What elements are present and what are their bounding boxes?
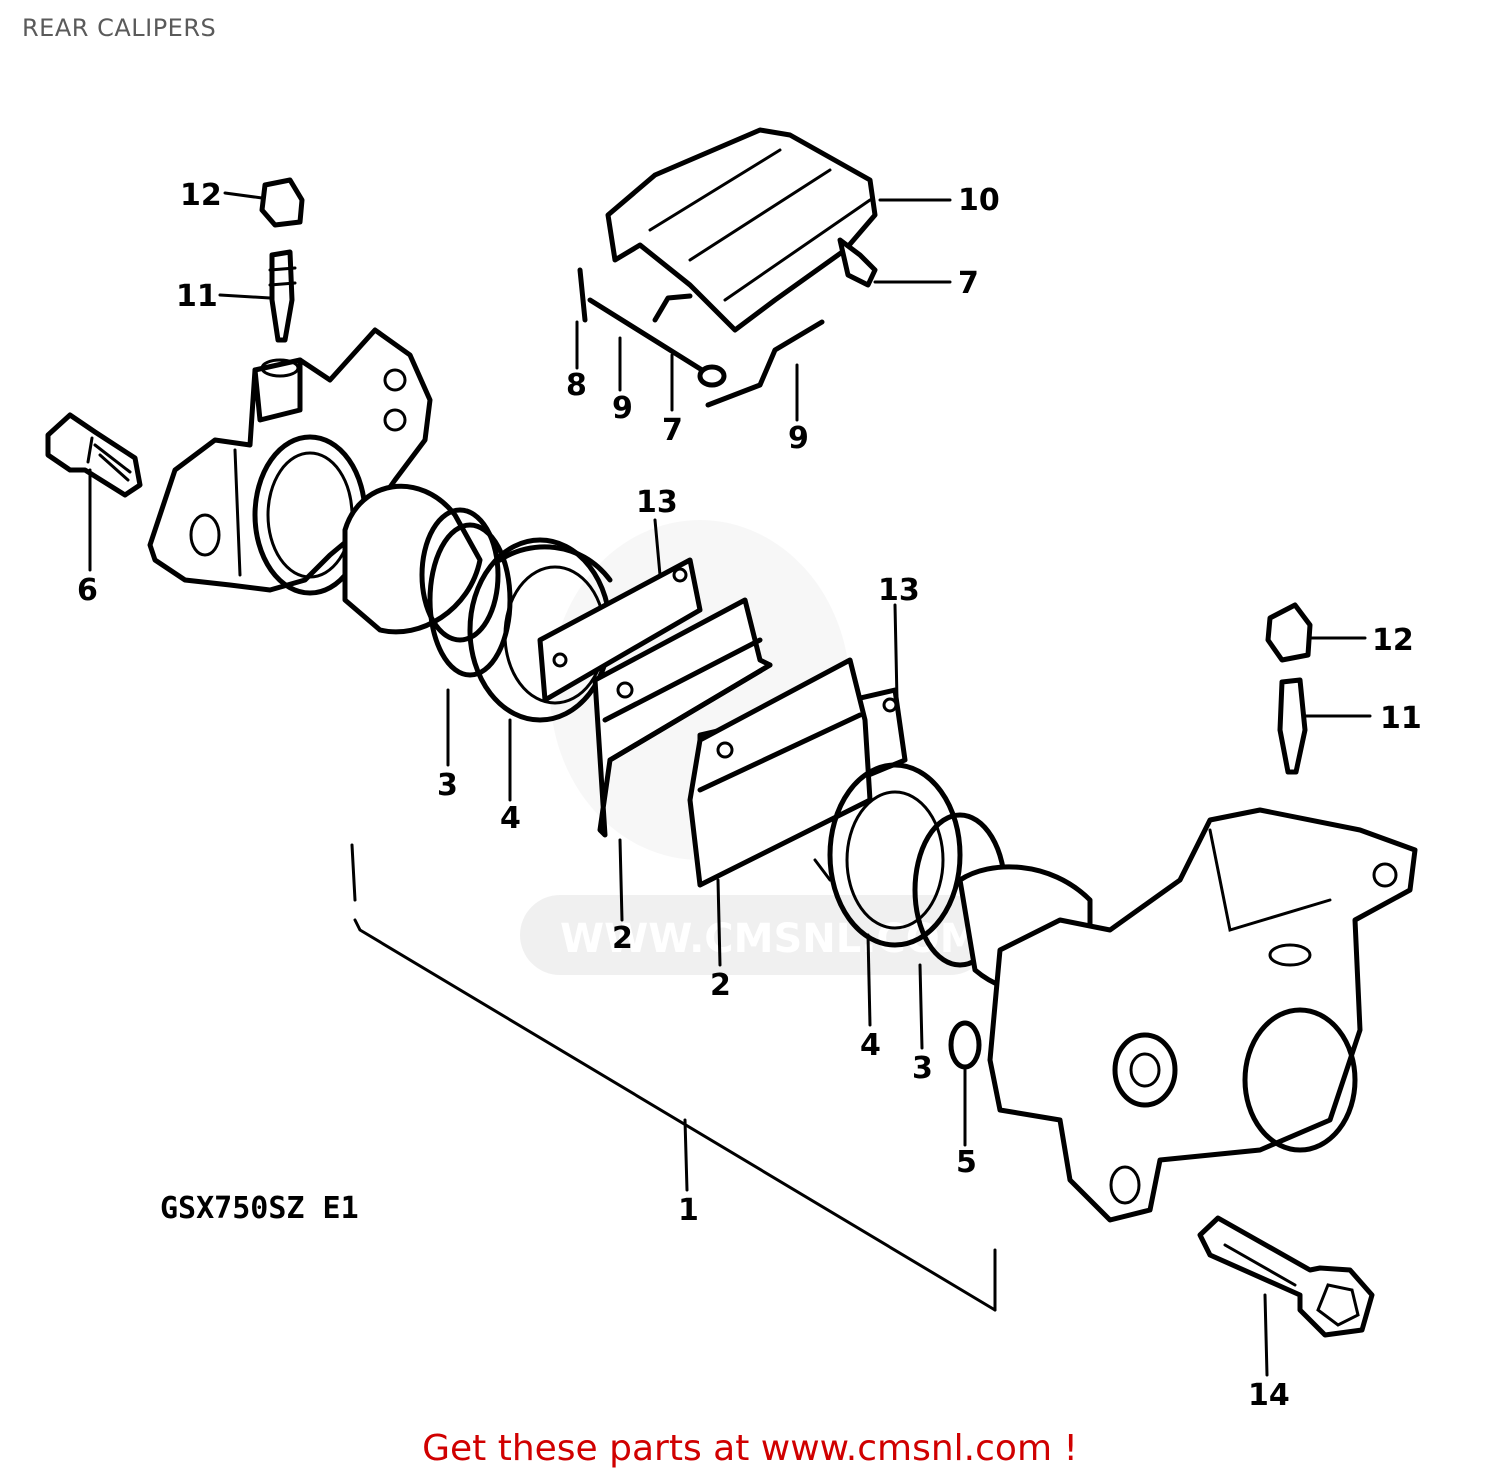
left-piston	[342, 483, 501, 643]
callout-9-left: 9	[612, 391, 633, 426]
callout-13-right: 13	[878, 573, 920, 608]
callout-labels: 12 11 6 3 4 13 10 7 8 9 7 9 13 2 2 4 3 5…	[77, 178, 1422, 1413]
callout-4-right: 4	[860, 1028, 881, 1063]
right-bleeder-assembly	[1265, 602, 1313, 775]
callout-12-left: 12	[180, 178, 222, 213]
callout-9-right: 9	[788, 421, 809, 456]
cta-link[interactable]: Get these parts at www.cmsnl.com !	[422, 1428, 1078, 1469]
callout-12-right: 12	[1372, 623, 1414, 658]
callout-6: 6	[77, 573, 98, 608]
model-code: GSX750SZ E1	[160, 1191, 359, 1226]
right-mounting-bolt	[1197, 1215, 1375, 1338]
callout-7-right: 7	[958, 266, 979, 301]
callout-8: 8	[566, 368, 587, 403]
callout-3-left: 3	[437, 768, 458, 803]
callout-1: 1	[678, 1193, 699, 1228]
leader-lines	[88, 191, 1372, 1377]
callout-13-left: 13	[636, 485, 678, 520]
brake-pads	[592, 597, 873, 888]
callout-4-left: 4	[500, 801, 521, 836]
callout-3-right: 3	[912, 1051, 933, 1086]
callout-11-left: 11	[176, 279, 218, 314]
o-ring	[948, 1020, 982, 1070]
pad-spring-and-pins	[577, 127, 878, 408]
left-mounting-bolt	[45, 412, 143, 498]
page-title: REAR CALIPERS	[22, 14, 217, 42]
left-bleeder-assembly	[259, 177, 305, 343]
callout-7-bottom: 7	[662, 413, 683, 448]
callout-2-right: 2	[710, 968, 731, 1003]
callout-10: 10	[958, 183, 1000, 218]
assembly-bracket	[350, 843, 997, 1312]
right-caliper-body	[987, 807, 1418, 1223]
callout-14: 14	[1248, 1378, 1290, 1413]
callout-5: 5	[956, 1145, 977, 1180]
callout-2-left: 2	[612, 921, 633, 956]
callout-11-right: 11	[1380, 701, 1422, 736]
